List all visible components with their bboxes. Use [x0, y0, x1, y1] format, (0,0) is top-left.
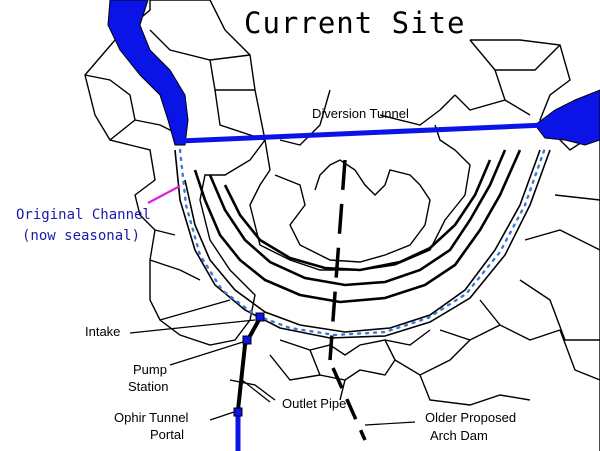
contour-line	[208, 149, 507, 287]
contour-line	[193, 149, 522, 304]
original-channel-sublabel: (now seasonal)	[22, 228, 141, 244]
canyon-rim	[249, 124, 471, 271]
rock-block	[209, 59, 255, 91]
portal-leader	[209, 411, 235, 421]
pump-station-sublabel: Station	[128, 379, 169, 394]
diversion-tunnel	[179, 122, 546, 144]
rock-block	[504, 99, 531, 116]
downstream-river	[534, 89, 600, 146]
rock-block	[554, 194, 600, 201]
left-terrain-outline	[84, 0, 266, 346]
arch-dam-sublabel: Arch Dam	[430, 428, 488, 443]
rock-block	[379, 109, 441, 126]
contour-line	[223, 159, 492, 272]
portal-marker	[233, 407, 243, 417]
rock-block	[279, 329, 431, 356]
pump-station-leader	[169, 341, 244, 366]
arch-dam-centerline	[331, 367, 367, 441]
rock-block	[214, 89, 266, 141]
rock-block	[394, 339, 471, 376]
callout-lines	[129, 319, 416, 426]
outlet-pipe-leader	[241, 379, 271, 403]
rock-block	[519, 279, 600, 341]
rock-block	[419, 374, 531, 406]
original-channel-label: Original Channel	[16, 207, 151, 223]
rock-block	[149, 29, 251, 61]
arch-dam-centerline	[328, 159, 347, 361]
outlet-pipe	[236, 317, 262, 411]
rock-block	[559, 329, 600, 381]
rock-block	[479, 299, 561, 341]
rock-block	[439, 94, 456, 111]
rock-block	[159, 299, 231, 321]
ophir-tunnel-portal-sublabel: Portal	[150, 427, 184, 442]
original-channel-leader	[147, 185, 181, 204]
intake-marker	[255, 312, 265, 322]
rock-block	[269, 354, 321, 381]
arch-dam-label: Older Proposed	[425, 410, 517, 425]
contour-line	[184, 149, 541, 333]
rock-block	[339, 379, 346, 401]
rim-inner	[274, 159, 431, 263]
rock-block	[149, 259, 201, 281]
outlet-pipe-label: Outlet Pipe	[282, 396, 347, 411]
diversion-tunnel-label: Diversion Tunnel	[312, 106, 409, 121]
pump-station-label: Pump	[133, 362, 167, 377]
canyon-walls	[174, 124, 551, 339]
rock-block	[154, 229, 176, 236]
rock-block	[524, 229, 600, 251]
rock-block	[495, 44, 561, 71]
original-channel-dots	[178, 146, 547, 337]
rock-block	[84, 74, 136, 141]
intake-label: Intake	[85, 324, 121, 339]
intake-leader	[129, 319, 256, 334]
upstream-river	[107, 0, 189, 146]
pump-station-marker	[242, 335, 252, 345]
arch-dam-leader	[364, 421, 416, 426]
rock-block	[454, 39, 506, 111]
rock-block	[439, 324, 501, 341]
ophir-tunnel-portal-label: Ophir Tunnel	[114, 410, 189, 425]
rock-block	[229, 379, 276, 401]
rock-block	[309, 339, 396, 381]
diagram-title: Current Site	[244, 6, 466, 40]
